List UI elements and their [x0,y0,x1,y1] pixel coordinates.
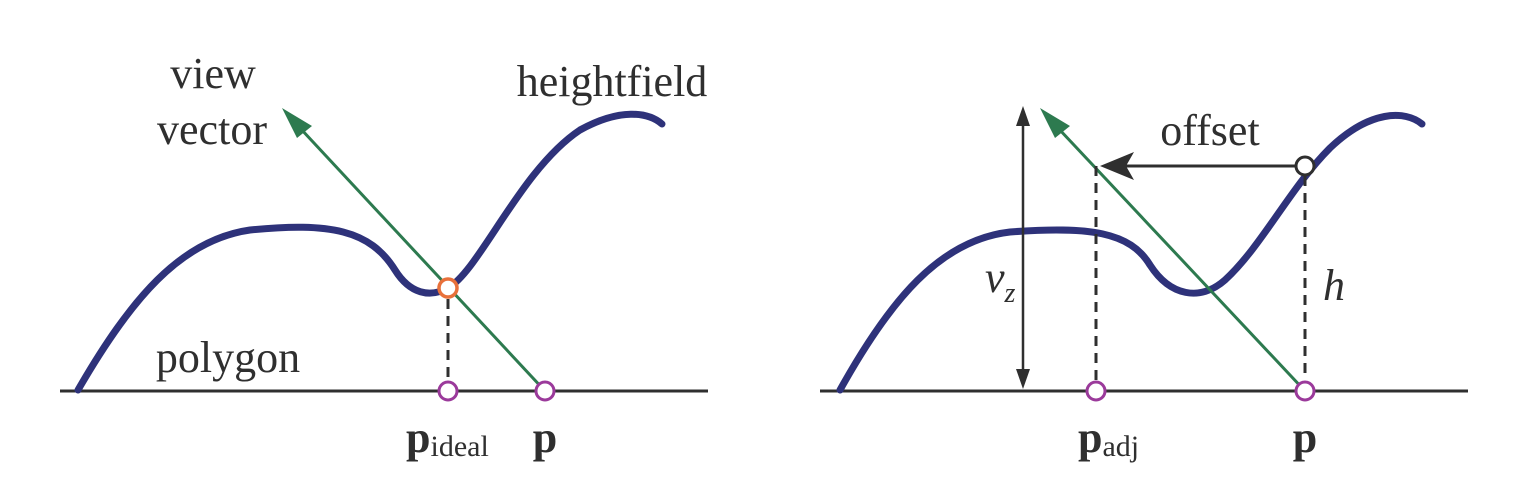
left-panel: view vector heightfield polygon pideal p [60,49,708,463]
p-ideal-label: pideal [406,413,489,463]
p-label-right: p [1293,413,1317,462]
p-label-left: p [533,413,557,462]
view-label: view [170,49,256,98]
surface-intersection-point [437,277,459,299]
vz-arrowhead-top [1016,106,1030,126]
p-ideal-point [437,380,459,402]
polygon-label: polygon [156,333,300,382]
heightfield-curve [74,110,666,394]
view-vector-line-right [1056,126,1307,393]
vz-arrowhead-bottom [1016,369,1030,389]
view-vector-line [298,126,547,393]
offset-arrowhead [1100,152,1134,180]
heightfield-curve-right [836,111,1426,394]
h-label: h [1323,261,1345,310]
view-vector-arrowhead-right [1040,108,1070,138]
p-adj-label: padj [1078,413,1139,463]
p-point-right [1294,380,1316,402]
vector-label: vector [157,105,267,154]
height-sample-point [1294,155,1316,177]
vz-label: vz [985,253,1016,309]
offset-label: offset [1160,106,1259,155]
p-point-left [534,380,556,402]
heightfield-label: heightfield [517,57,708,106]
right-panel: offset vz h padj p [820,106,1468,463]
view-vector-arrowhead [282,108,312,138]
p-adj-point [1085,380,1107,402]
